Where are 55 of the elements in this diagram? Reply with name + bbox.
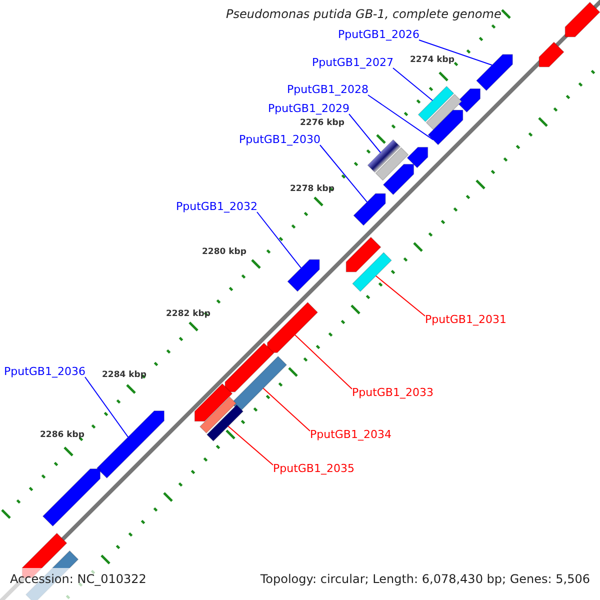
leader-line: [368, 94, 434, 140]
gene-bar: [426, 94, 462, 130]
gene-block: [476, 54, 513, 92]
leader-line: [375, 275, 426, 316]
gene-bar: [352, 252, 392, 292]
leader-line: [392, 68, 433, 101]
gene-label: PputGB1_2034: [310, 429, 392, 442]
leader-line: [228, 426, 274, 466]
gene-label: PputGB1_2036: [4, 366, 86, 379]
scale-label: 2280 kbp: [202, 248, 246, 258]
leader-line: [418, 40, 493, 66]
scale-label: 2284 kbp: [102, 371, 146, 381]
gene-label: PputGB1_2026: [338, 29, 420, 42]
leader-line: [84, 376, 129, 438]
gene-block: [353, 193, 386, 226]
gene-label: PputGB1_2035: [273, 463, 354, 476]
scale-label: 2282 kbp: [166, 310, 210, 320]
leader-line: [262, 388, 310, 432]
accession-text: Accession: NC_010322: [10, 573, 146, 587]
gene-block: [42, 468, 101, 527]
gene-bar: [199, 396, 237, 434]
scale-label: 2278 kbp: [290, 185, 334, 195]
gene-label: PputGB1_2030: [239, 134, 320, 147]
gene-label: PputGB1_2028: [287, 84, 368, 97]
leader-line: [320, 144, 368, 203]
scale-label: 2274 kbp: [410, 56, 454, 66]
gene-block: [456, 88, 481, 113]
title: Pseudomonas putida GB-1, complete genome: [226, 8, 502, 22]
leader-line: [348, 114, 381, 153]
gene-block: [287, 259, 320, 292]
gene-bar: [206, 404, 244, 442]
gene-label: PputGB1_2031: [425, 314, 506, 327]
gene-block: [266, 302, 318, 354]
genome-summary-text: Topology: circular; Length: 6,078,430 bp; Genes: 5,506: [260, 573, 590, 587]
leader-line: [256, 212, 302, 269]
gene-label: PputGB1_2027: [312, 57, 394, 70]
gene-block: [382, 164, 414, 196]
gene-block: [346, 236, 382, 272]
gene-bar: [418, 86, 454, 122]
scale-label: 2286 kbp: [40, 431, 84, 441]
leader-line: [294, 334, 352, 390]
gene-label: PputGB1_2032: [176, 201, 258, 214]
gene-bar: [230, 356, 288, 412]
gene-block: [538, 42, 564, 68]
gene-block: [564, 2, 600, 38]
gene-block: [194, 383, 233, 422]
gene-block: [96, 410, 165, 479]
gene-label: PputGB1_2029: [268, 103, 350, 116]
gene-block: [406, 146, 428, 168]
gene-block: [428, 110, 464, 146]
gene-bar: [367, 139, 401, 173]
gene-label: PputGB1_2033: [352, 387, 434, 400]
scale-label: 2276 kbp: [300, 119, 344, 129]
gene-bar: [375, 147, 409, 181]
gene-block: [224, 342, 274, 392]
